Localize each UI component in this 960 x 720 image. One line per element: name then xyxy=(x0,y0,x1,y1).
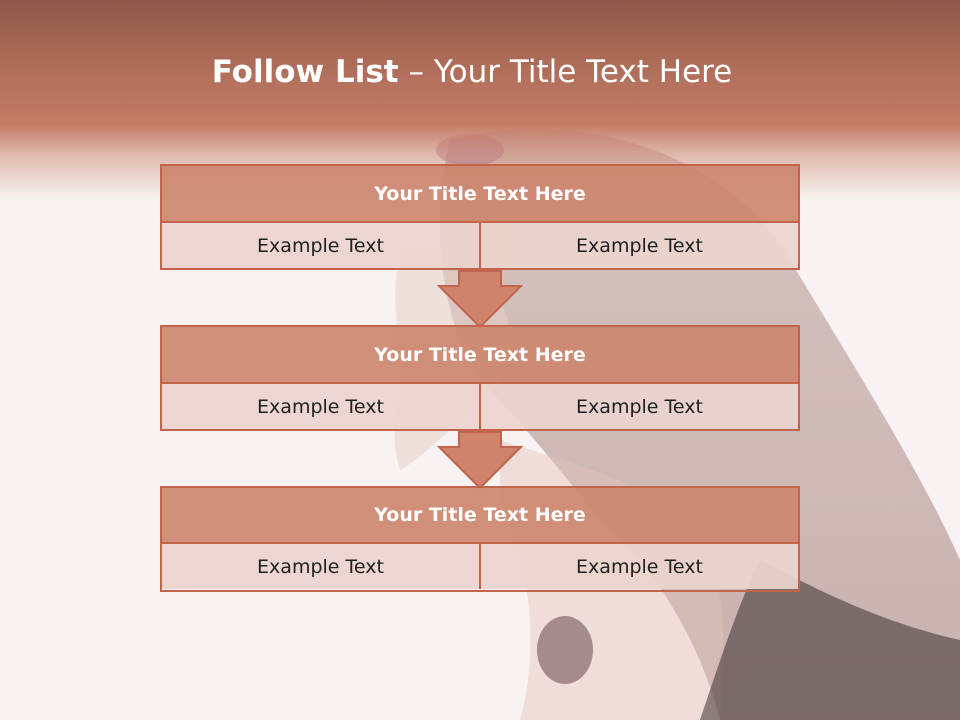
block-cell-right: Example Text xyxy=(479,384,798,429)
block-title: Your Title Text Here xyxy=(162,488,798,544)
down-arrow-icon xyxy=(437,270,523,328)
slide-title: Follow List – Your Title Text Here xyxy=(0,54,944,90)
flow-block-1: Your Title Text Here Example Text Exampl… xyxy=(160,164,800,270)
block-row: Example Text Example Text xyxy=(162,223,798,268)
block-title: Your Title Text Here xyxy=(162,327,798,384)
block-row: Example Text Example Text xyxy=(162,384,798,429)
flow-block-3: Your Title Text Here Example Text Exampl… xyxy=(160,486,800,592)
block-title: Your Title Text Here xyxy=(162,166,798,223)
block-row: Example Text Example Text xyxy=(162,544,798,589)
block-cell-left: Example Text xyxy=(162,223,479,268)
block-cell-right: Example Text xyxy=(479,544,798,589)
block-cell-left: Example Text xyxy=(162,544,479,589)
block-cell-right: Example Text xyxy=(479,223,798,268)
down-arrow-icon xyxy=(437,431,523,489)
flow-block-2: Your Title Text Here Example Text Exampl… xyxy=(160,325,800,431)
slide-title-rest: – Your Title Text Here xyxy=(408,54,733,90)
block-cell-left: Example Text xyxy=(162,384,479,429)
slide-title-bold: Follow List xyxy=(211,54,399,90)
